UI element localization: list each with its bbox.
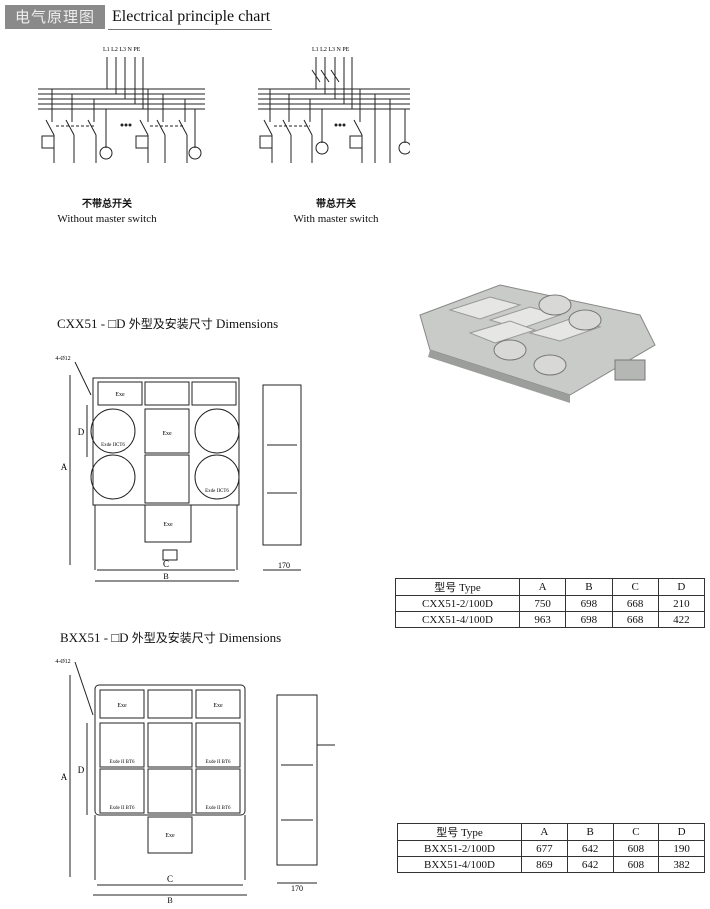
model-placeholder-box: □ [111, 630, 120, 645]
caption-without-master: 不带总开关 Without master switch [37, 198, 177, 226]
rating-label: Exde II BT6 [206, 760, 231, 765]
cell-a: 677 [521, 840, 568, 857]
hole-label: 4-Ø12 [55, 659, 70, 665]
cell-c: 608 [612, 840, 660, 857]
cell-d: 422 [657, 611, 706, 628]
cell-c: 668 [611, 611, 659, 628]
exe-label: Exe [163, 522, 173, 528]
bxx51-dimensions-title: BXX51 - □D 外型及安装尺寸 Dimensions [60, 629, 281, 646]
rating-label: Exde II BT6 [206, 806, 231, 811]
rating-label: Exde II BT6 [110, 806, 135, 811]
cell-type: BXX51-4/100D [397, 856, 522, 873]
cell-type: CXX51-2/100D [395, 595, 520, 612]
rating-label: Exde IICT6 [205, 489, 229, 494]
section-header-cn: 电气原理图 [5, 5, 105, 29]
exe-label: Exe [115, 392, 125, 398]
terminal-labels: L1 L2 L3 N PE [312, 47, 350, 53]
cell-a: 963 [518, 611, 567, 628]
cell-d: 190 [658, 840, 705, 857]
cell-c: 608 [612, 856, 660, 873]
section-header-en: Electrical principle chart [108, 5, 272, 30]
header-type: 型号 Type [397, 823, 522, 841]
cell-a: 750 [518, 595, 567, 612]
cell-type: CXX51-4/100D [395, 611, 520, 628]
exe-label: Exe [117, 703, 127, 709]
header-d: D [658, 823, 705, 841]
cell-b: 642 [566, 856, 614, 873]
table-header-row: 型号 Type A B C D [395, 578, 706, 596]
model-suffix: D [119, 630, 129, 645]
title-en: Dimensions [216, 316, 279, 331]
title-cn: 外型及安装尺寸 [128, 317, 213, 331]
dim-a-label: A [61, 462, 68, 472]
dim-c-label: C [163, 559, 169, 569]
cell-type: BXX51-2/100D [397, 840, 522, 857]
terminal-labels: L1 L2 L3 N PE [103, 47, 141, 53]
hole-label: 4-Ø12 [55, 356, 70, 362]
depth-label: 170 [291, 884, 303, 893]
header-type: 型号 Type [395, 578, 520, 596]
cell-c: 668 [611, 595, 659, 612]
exe-label: Exe [165, 833, 175, 839]
header-b: B [565, 578, 613, 596]
cell-b: 642 [566, 840, 614, 857]
bxx51-dimension-drawing: 4-Ø12 A D C B 170 Exe Exe Exe Exde II BT… [55, 659, 335, 905]
cell-d: 210 [657, 595, 706, 612]
dim-b-label: B [163, 572, 168, 581]
dim-b-label: B [167, 896, 172, 905]
cxx51-dimension-drawing: 4-Ø12 A D C B 170 Exe Exe Exe Exde IICT6… [55, 356, 302, 582]
caption-cn: 带总开关 [316, 199, 356, 210]
product-photo [419, 284, 656, 403]
header-c: C [612, 823, 660, 841]
caption-en: With master switch [293, 213, 379, 225]
header-a: A [521, 823, 568, 841]
caption-en: Without master switch [57, 213, 157, 225]
rating-label: Exde II BT6 [110, 760, 135, 765]
circuit-diagram-without-master: L1 L2 L3 N PE [38, 47, 205, 163]
dim-a-label: A [61, 772, 68, 782]
rating-label: Exde IICT6 [101, 443, 125, 448]
header-a: A [518, 578, 567, 596]
header-b: B [566, 823, 614, 841]
model-placeholder-box: □ [108, 316, 117, 331]
cell-a: 869 [521, 856, 568, 873]
depth-label: 170 [278, 561, 290, 570]
caption-with-master: 带总开关 With master switch [266, 198, 406, 226]
exe-label: Exe [162, 431, 172, 437]
model-prefix: CXX51 - [57, 316, 106, 331]
header-d: D [657, 578, 706, 596]
model-prefix: BXX51 - [60, 630, 109, 645]
dim-d-label: D [78, 765, 85, 775]
caption-cn: 不带总开关 [82, 199, 132, 210]
cxx51-dimensions-title: CXX51 - □D 外型及安装尺寸 Dimensions [57, 315, 278, 332]
title-cn: 外型及安装尺寸 [131, 631, 216, 645]
exe-label: Exe [213, 703, 223, 709]
dim-c-label: C [167, 874, 173, 884]
cell-d: 382 [658, 856, 705, 873]
dim-d-label: D [78, 427, 85, 437]
circuit-diagram-with-master: L1 L2 L3 N PE [258, 47, 410, 163]
table-header-row: 型号 Type A B C D [397, 823, 705, 841]
title-en: Dimensions [219, 630, 282, 645]
model-suffix: D [116, 316, 126, 331]
cell-b: 698 [565, 595, 613, 612]
header-c: C [611, 578, 659, 596]
cell-b: 698 [565, 611, 613, 628]
